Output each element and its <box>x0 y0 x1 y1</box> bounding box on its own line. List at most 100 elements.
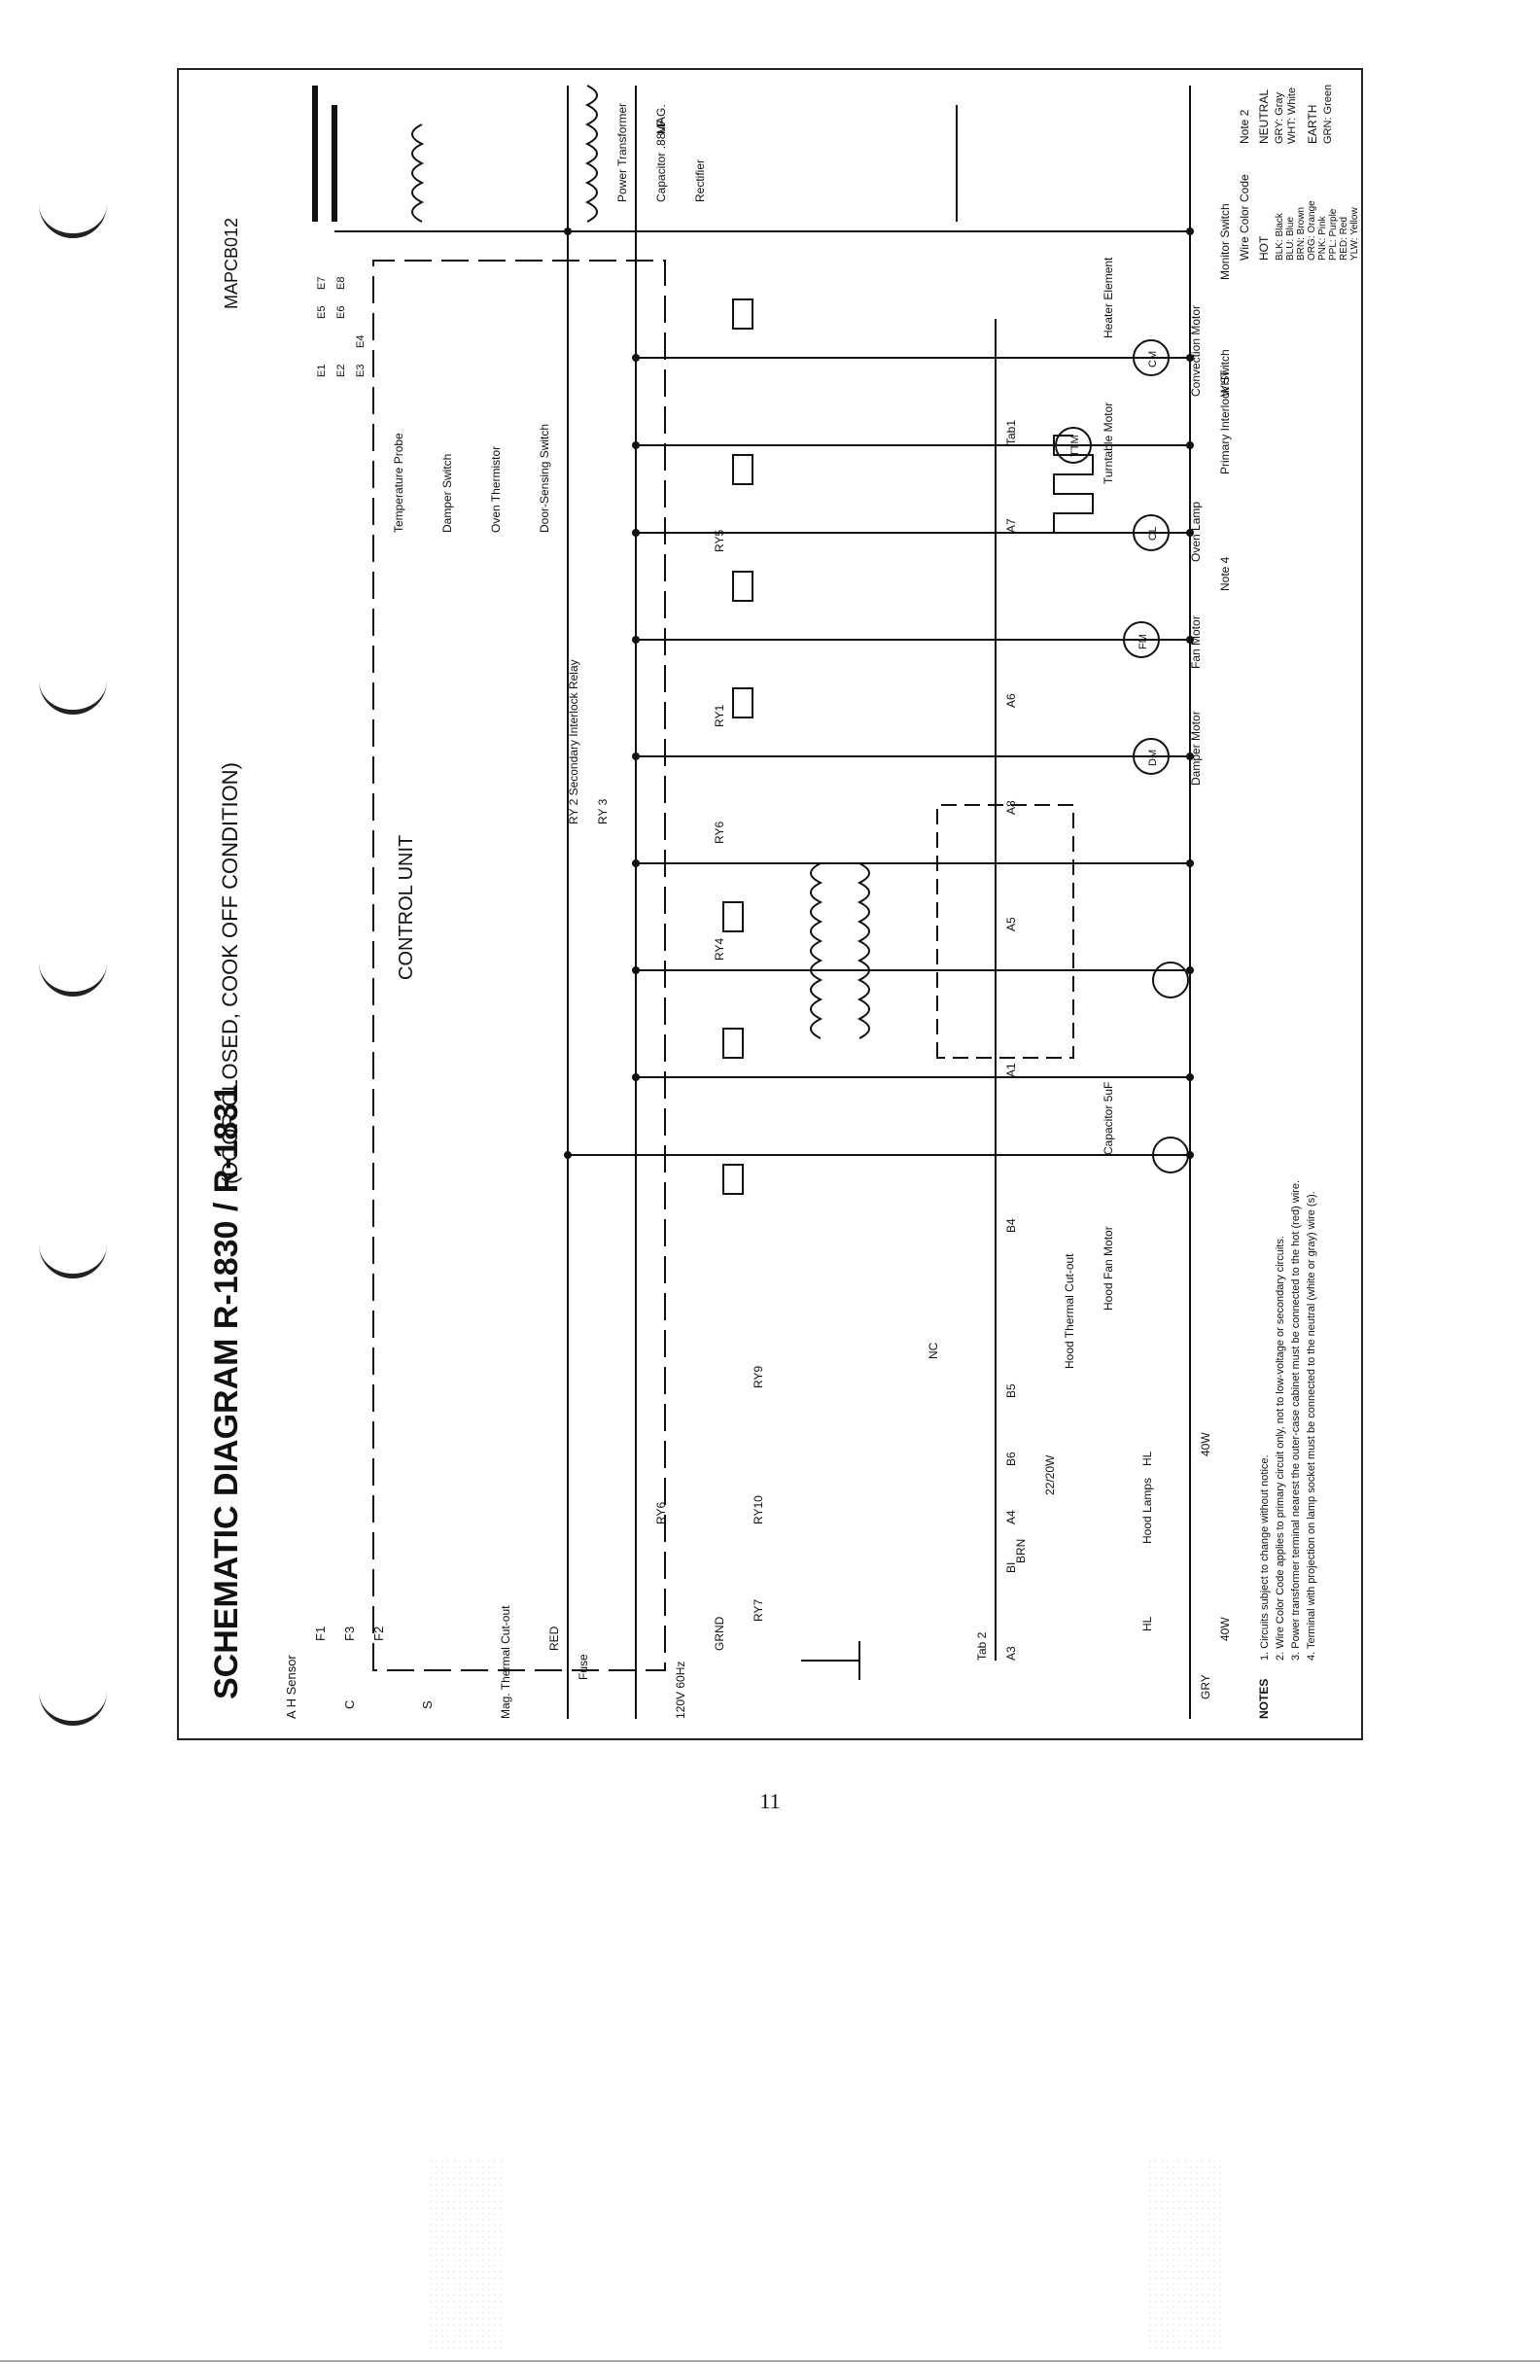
junction-dot <box>1186 966 1194 974</box>
junction-dot <box>1186 228 1194 235</box>
hot-color-item: ORG: Orange <box>1307 200 1317 261</box>
fuse-f1: F1 <box>313 1627 328 1641</box>
turntable-motor-label: Turntable Motor <box>1102 402 1115 484</box>
earth-item-0: GRN: Green <box>1322 85 1334 144</box>
schematic-diagram: SCHEMATIC DIAGRAM R-1830 / R-1831 (DOOR … <box>177 68 1363 1740</box>
terminal-b6: B6 <box>1004 1452 1018 1466</box>
wht-wire-label: WHT <box>1218 369 1232 397</box>
diagram-code: MAPCB012 <box>222 218 241 309</box>
junction-dot <box>632 441 640 449</box>
relay-ry7: RY7 <box>752 1599 765 1622</box>
scan-speckle <box>428 2158 506 2353</box>
connector-e4: E4 <box>355 335 367 348</box>
connector-e3: E3 <box>355 365 367 377</box>
connector-e6: E6 <box>335 306 347 319</box>
terminal-bi: BI <box>1004 1562 1018 1573</box>
note-item-4: 4. Terminal with projection on lamp sock… <box>1306 1191 1317 1661</box>
page-bottom-rule <box>0 2361 1540 2362</box>
convection-motor-circle <box>1133 339 1170 376</box>
scan-speckle <box>1147 2158 1225 2353</box>
junction-dot <box>1186 1073 1194 1081</box>
red-wire-label: RED <box>547 1626 561 1651</box>
lamp-40w-2: 40W <box>1199 1432 1212 1456</box>
plug-label: 120V 60Hz <box>674 1662 687 1719</box>
note-item-2: 2. Wire Color Code applies to primary ci… <box>1275 1236 1286 1661</box>
junction-dot <box>632 1073 640 1081</box>
temperature-probe-label: Temperature Probe <box>392 433 405 533</box>
terminal-a5: A5 <box>1004 917 1018 931</box>
relay-ry6-hood: RY6 <box>654 1502 668 1524</box>
relay-box <box>722 901 744 932</box>
damper-switch-label: Damper Switch <box>440 454 454 533</box>
sensor-term-c: C <box>342 1700 357 1709</box>
junction-dot <box>632 529 640 537</box>
fuse-f3: F3 <box>342 1627 357 1641</box>
junction-dot <box>1186 354 1194 362</box>
neutral-item-1: WHT: White <box>1286 88 1298 144</box>
hot-color-item: BLK: Black <box>1275 212 1285 261</box>
capacitor-5uf-label: Capacitor 5uF <box>1102 1082 1115 1155</box>
hood-fan-motor-frame <box>936 804 1074 1059</box>
mag-thermal-label: Mag. Thermal Cut-out <box>499 1605 512 1719</box>
connector-e5: E5 <box>316 306 328 319</box>
relay-ry2: RY 2 Secondary Interlock Relay <box>567 659 580 824</box>
note-item-1: 1. Circuits subject to change without no… <box>1259 1454 1271 1661</box>
junction-dot <box>632 752 640 760</box>
cm-label: CM <box>1147 351 1159 368</box>
diagram-title: SCHEMATIC DIAGRAM R-1830 / R-1831 <box>208 1085 245 1699</box>
diagram-subtitle: (DOOR CLOSED, COOK OFF CONDITION) <box>218 762 242 1184</box>
heater-element-label: Heater Element <box>1102 257 1115 338</box>
hot-color-item: BRN: Brown <box>1296 207 1307 261</box>
terminal-tab1: Tab1 <box>1004 420 1018 445</box>
binder-hole-mark <box>39 1682 107 1726</box>
damper-motor-circle <box>1133 738 1170 775</box>
terminal-a8: A8 <box>1004 800 1018 815</box>
page-number: 11 <box>759 1789 781 1813</box>
hood-lamps-label: Hood Lamps <box>1140 1478 1154 1544</box>
ttm-label: TTM <box>1069 435 1081 457</box>
binder-hole-mark <box>39 671 107 715</box>
hood-lamp-circle <box>1152 962 1189 998</box>
monitor-switch-label: Monitor Switch <box>1218 203 1232 280</box>
power-transformer-label: Power Transformer <box>615 103 629 202</box>
lamp-22-20w: 22/20W <box>1043 1454 1057 1495</box>
junction-dot <box>632 354 640 362</box>
relay-ry6: RY6 <box>713 822 726 844</box>
hl-label-2: HL <box>1140 1451 1154 1466</box>
junction-dot <box>564 1151 572 1159</box>
gry-wire-label: GRY <box>1199 1674 1212 1699</box>
convection-motor-label: Convection Motor <box>1189 305 1203 397</box>
junction-dot <box>1186 441 1194 449</box>
junction-dot <box>1186 636 1194 644</box>
connector-e1: E1 <box>316 365 328 377</box>
junction-dot <box>564 228 572 235</box>
connector-e8: E8 <box>335 277 347 290</box>
terminal-tab2: Tab 2 <box>975 1631 989 1661</box>
junction-dot <box>632 859 640 867</box>
grnd-label: GRND <box>713 1616 726 1651</box>
damper-motor-label: Damper Motor <box>1189 711 1203 786</box>
lamp-40w-1: 40W <box>1218 1617 1232 1641</box>
relay-ry4: RY4 <box>713 938 726 961</box>
hot-color-item: PPL: Purple <box>1328 208 1339 261</box>
note4-label: Note 4 <box>1218 556 1232 591</box>
brn-wire-label: BRN <box>1014 1539 1028 1563</box>
relay-ry10: RY10 <box>752 1495 765 1524</box>
nc-label: NC <box>927 1342 940 1359</box>
connector-e2: E2 <box>335 365 347 377</box>
hood-fan-motor-label: Hood Fan Motor <box>1102 1226 1115 1311</box>
neutral-heading: NEUTRAL <box>1257 89 1271 144</box>
capacitor-88uf-label: Capacitor .88uF <box>654 120 668 202</box>
fan-motor-label: Fan Motor <box>1189 615 1203 669</box>
turntable-motor-circle <box>1055 427 1092 464</box>
note-item-3: 3. Power transformer terminal nearest th… <box>1290 1180 1302 1661</box>
control-unit-label: CONTROL UNIT <box>396 835 417 980</box>
junction-dot <box>1186 529 1194 537</box>
junction-dot <box>1186 859 1194 867</box>
fm-label: FM <box>1138 634 1149 649</box>
hot-color-item: PNK: Pink <box>1317 215 1328 261</box>
hot-color-item: BLU: Blue <box>1285 217 1296 261</box>
fan-motor-circle <box>1123 621 1160 658</box>
